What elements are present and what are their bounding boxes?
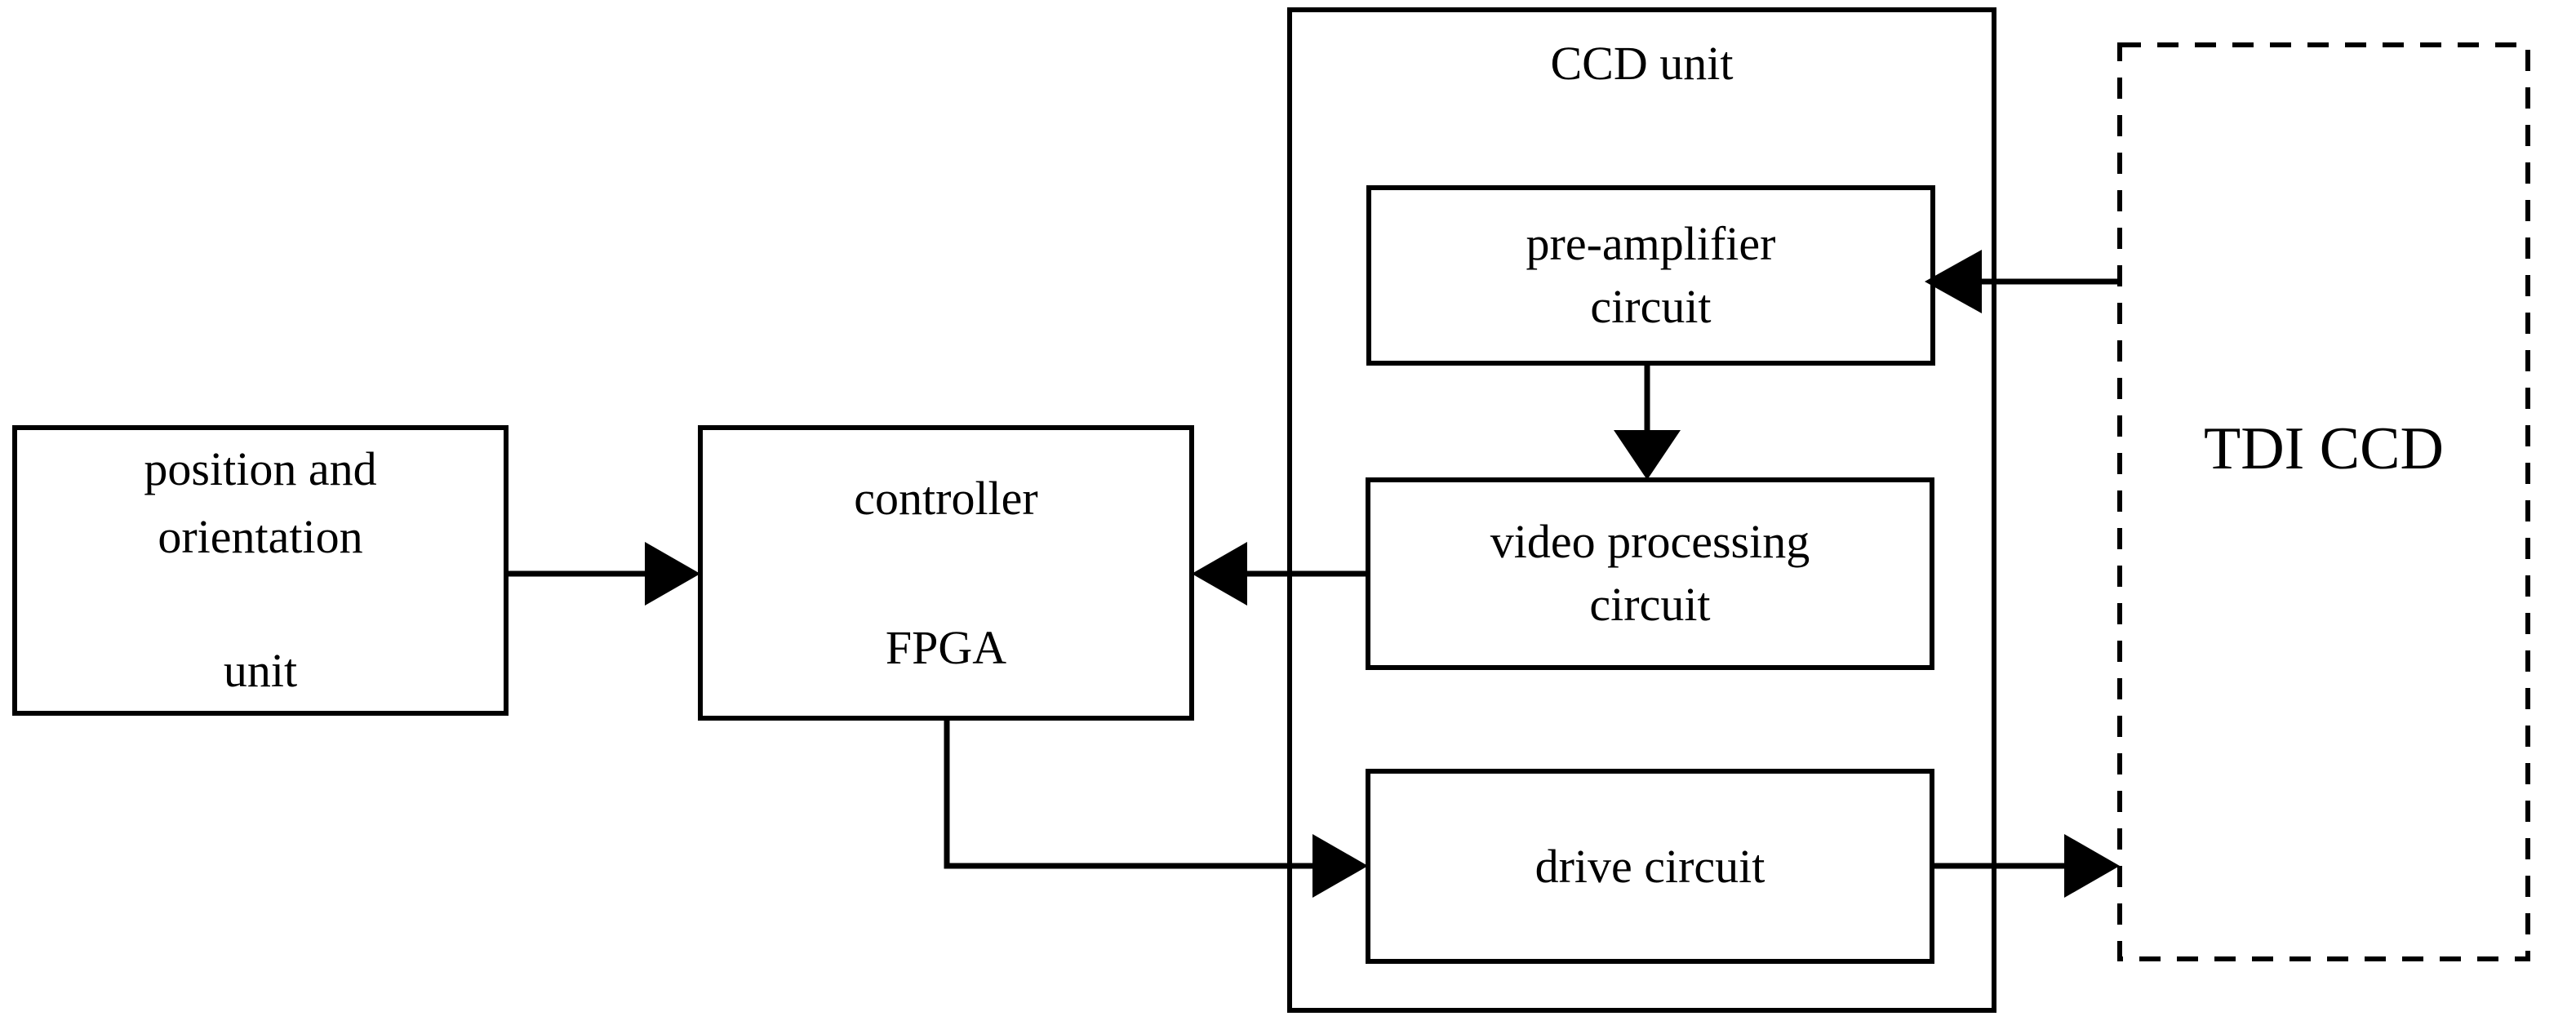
- tdi-ccd-node[interactable]: [2120, 45, 2528, 959]
- video-processing-circuit-node[interactable]: [1368, 480, 1932, 668]
- drive-circuit-node[interactable]: [1368, 771, 1932, 961]
- edge-tdi-ccd-to-pre-amplifier: [1925, 250, 2120, 313]
- edge-position-unit-to-fpga: [506, 542, 700, 606]
- position-and-orientation-unit-box[interactable]: [12, 425, 509, 716]
- edge-pre-amplifier-to-video-processing: [1614, 363, 1681, 480]
- arrowhead-right-icon: [1312, 834, 1368, 898]
- drive-circuit-box[interactable]: [1366, 769, 1934, 964]
- pre-amplifier-circuit-box[interactable]: [1366, 185, 1935, 366]
- controller-fpga-node[interactable]: [700, 428, 1192, 718]
- arrowhead-down-icon: [1614, 430, 1681, 480]
- tdi-ccd-box[interactable]: [2117, 42, 2530, 961]
- pre-amplifier-circuit-node[interactable]: [1369, 188, 1933, 363]
- arrowhead-right-icon: [2064, 834, 2120, 898]
- video-processing-circuit-box[interactable]: [1366, 477, 1934, 670]
- controller-fpga-box[interactable]: [698, 425, 1194, 721]
- arrowhead-right-icon: [645, 542, 700, 606]
- edge-video-processing-to-fpga: [1192, 542, 1368, 606]
- arrowhead-left-icon: [1192, 542, 1247, 606]
- arrowhead-left-icon: [1925, 250, 1982, 313]
- edge-drive-circuit-to-tdi-ccd: [1932, 834, 2120, 898]
- edge-fpga-to-drive-circuit: [944, 718, 1368, 898]
- position-and-orientation-unit-node[interactable]: [15, 428, 506, 713]
